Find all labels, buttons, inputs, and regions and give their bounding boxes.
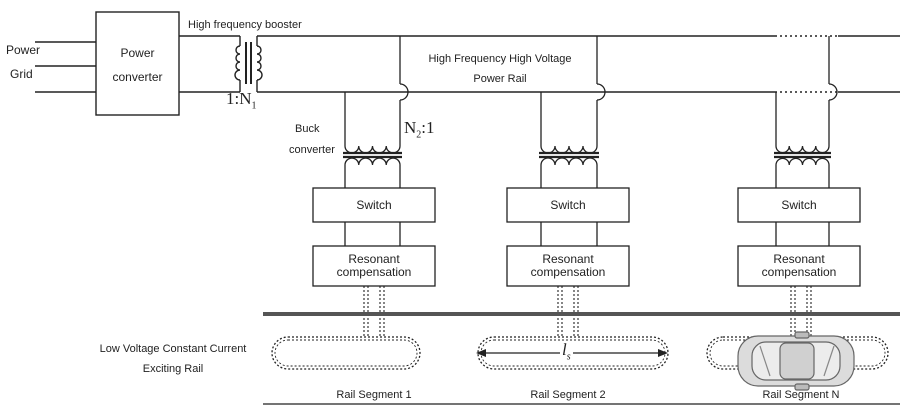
branch-3-secondary-coil: [775, 157, 830, 166]
resonant-line2-2: compensation: [530, 265, 606, 279]
branch-2-secondary-coil: [540, 157, 598, 166]
switch-box-3: [737, 187, 861, 223]
rail-segment-inner-1: [274, 339, 418, 367]
exciting-rail-label-1: Low Voltage Constant Current: [99, 343, 247, 355]
ratio-2-label: N2:1: [404, 118, 435, 141]
switch-box-1: [312, 187, 436, 223]
booster-secondary-coil: [256, 45, 263, 81]
booster-primary-coil: [234, 45, 241, 81]
power-converter-label-2: converter: [112, 70, 163, 84]
hv-rail-label-1: High Frequency High Voltage: [428, 53, 572, 65]
vehicle-icon: [737, 331, 855, 391]
power-converter-box: [95, 11, 180, 116]
ratio-1-label: 1:N1: [226, 89, 257, 112]
switch-label-1: Switch: [356, 197, 392, 212]
booster-label: High frequency booster: [188, 19, 302, 31]
branch-2-primary-coil: [540, 145, 598, 154]
branch-2-hop: [596, 83, 606, 101]
switch-box-2: [506, 187, 630, 223]
resonant-line1-3: Resonant: [773, 252, 825, 266]
branch-3-hop: [828, 83, 838, 101]
rail-segment-label-3: Rail Segment N: [762, 389, 840, 401]
buck-label-2: converter: [289, 144, 335, 156]
rail-segment-loop-1: [271, 336, 421, 370]
power-label: Power: [6, 43, 41, 57]
segment-length-label: ls: [560, 340, 573, 365]
branch-1-secondary-coil: [344, 157, 401, 166]
resonant-line1-2: Resonant: [542, 252, 594, 266]
grid-label: Grid: [10, 67, 33, 81]
resonant-box-2: [506, 245, 630, 287]
branch-1-hop: [399, 83, 409, 101]
buck-label-1: Buck: [295, 123, 320, 135]
resonant-box-3: [737, 245, 861, 287]
rail-segment-label-2: Rail Segment 2: [530, 389, 606, 401]
branch-3-primary-coil: [775, 145, 830, 154]
resonant-line2-1: compensation: [336, 265, 412, 279]
switch-label-3: Switch: [781, 197, 817, 212]
resonant-line2-3: compensation: [761, 265, 837, 279]
switch-label-2: Switch: [550, 197, 586, 212]
resonant-line1-1: Resonant: [348, 252, 400, 266]
resonant-box-1: [312, 245, 436, 287]
branch-1-primary-coil: [344, 145, 401, 154]
exciting-rail-label-2: Exciting Rail: [142, 363, 204, 375]
rail-segment-label-1: Rail Segment 1: [336, 389, 412, 401]
power-converter-label-1: Power: [120, 46, 155, 60]
hv-rail-label-2: Power Rail: [473, 73, 527, 85]
